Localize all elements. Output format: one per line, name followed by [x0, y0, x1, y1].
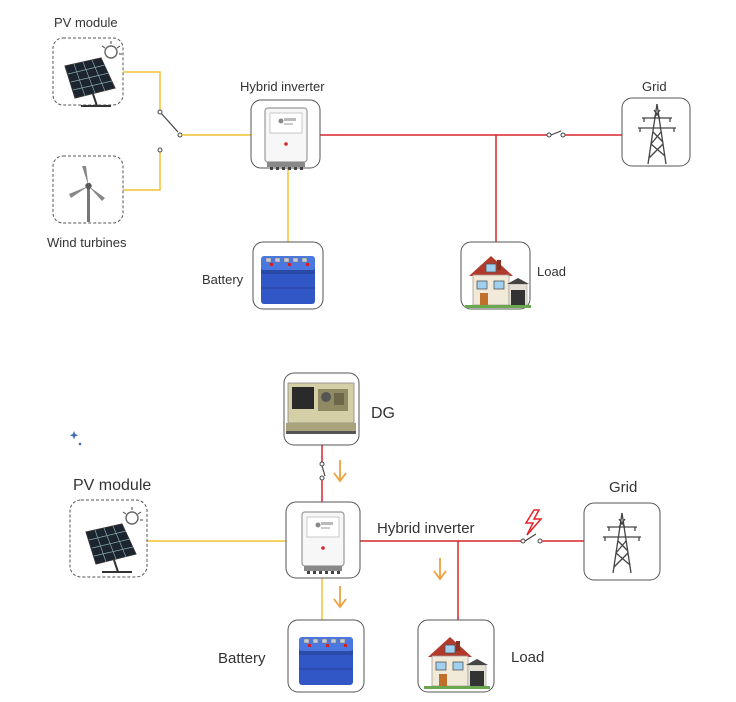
- load-label: Load: [537, 264, 566, 279]
- hybrid-inverter: [250, 99, 321, 171]
- lightning-icon: [524, 509, 543, 536]
- hybrid-inverter-label: Hybrid inverter: [240, 79, 325, 94]
- pv-dc-line: [123, 71, 161, 112]
- diesel-generator: [283, 372, 360, 446]
- top-wires: [123, 71, 622, 242]
- battery-label: Battery: [202, 272, 244, 287]
- pv-module: [52, 37, 124, 107]
- top-diagram: PV module Wind turbines Hybrid inverter …: [47, 15, 691, 310]
- moon-icon: [52, 431, 82, 460]
- dg-label: DG: [371, 405, 395, 422]
- load-label-2: Load: [511, 649, 544, 666]
- load: [460, 241, 532, 310]
- pv-module-label-2: PV module: [73, 477, 151, 494]
- flow-arrow-icon: [433, 557, 447, 580]
- inverter-icon: [301, 511, 345, 575]
- hybrid-inverter-label-2: Hybrid inverter: [377, 520, 475, 537]
- dg-switch: [321, 465, 326, 477]
- wind-turbines-label: Wind turbines: [47, 235, 127, 250]
- flow-arrow-icon: [333, 585, 347, 608]
- inverter-icon: [264, 107, 308, 171]
- battery-icon: [298, 636, 354, 686]
- flow-arrow-icon: [333, 459, 347, 482]
- wind-dc-line: [123, 150, 161, 191]
- bottom-wires: [147, 445, 584, 620]
- generator-icon: [285, 382, 357, 435]
- bottom-diagram: DG PV module Hybrid inverter Grid Batter…: [52, 372, 661, 693]
- battery-icon: [260, 255, 316, 305]
- selector-switch: [159, 111, 179, 133]
- hybrid-inverter-2: [285, 501, 361, 579]
- battery: [252, 241, 324, 310]
- wind-turbine: [52, 155, 124, 224]
- pv-module-label: PV module: [54, 15, 118, 30]
- load-2: [417, 619, 495, 693]
- grid-2: [583, 502, 661, 581]
- grid-label-2: Grid: [609, 479, 637, 496]
- grid-label: Grid: [642, 79, 667, 94]
- grid: [621, 97, 691, 167]
- battery-2: [287, 619, 365, 693]
- grid-switch: [550, 130, 562, 136]
- battery-label-2: Battery: [218, 650, 266, 667]
- grid-switch-open: [524, 533, 537, 542]
- pv-module-2: [69, 499, 148, 578]
